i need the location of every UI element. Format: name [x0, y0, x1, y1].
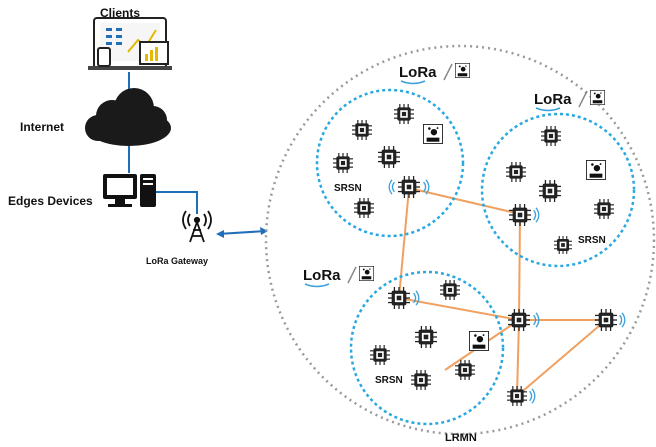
chip-icon	[394, 104, 414, 124]
chip-icon	[509, 204, 531, 226]
lora-logo-icon: LoRa	[534, 90, 605, 112]
srsn-label-top-left: SRSN	[334, 183, 362, 194]
chip-icon	[388, 287, 410, 309]
ant-logo-icon	[469, 331, 489, 351]
internet-label: Internet	[20, 120, 64, 134]
edge-devices-label: Edges Devices	[8, 194, 93, 208]
chip-icon	[455, 360, 475, 380]
chip-icon	[440, 280, 460, 300]
chip-icon	[411, 370, 431, 390]
chip-icon	[378, 146, 400, 168]
wave-icon	[412, 290, 420, 306]
svg-text:LoRa: LoRa	[399, 64, 437, 81]
wave-icon	[528, 388, 536, 404]
srsn-cluster-top-left	[315, 88, 465, 238]
chip-icon	[415, 326, 437, 348]
edge-gateway-link	[156, 191, 198, 214]
ant-logo-icon	[423, 124, 443, 144]
chip-icon	[541, 126, 561, 146]
clients-devices-icon	[88, 17, 172, 70]
chip-icon	[594, 199, 614, 219]
wave-icon	[532, 207, 540, 223]
lora-logo-icon: LoRa	[399, 63, 470, 85]
wave-icon	[388, 179, 396, 195]
lrmn-label: LRMN	[445, 432, 477, 444]
svg-text:LoRa: LoRa	[534, 91, 572, 108]
chip-icon	[354, 198, 374, 218]
svg-text:LoRa: LoRa	[303, 267, 341, 284]
chip-icon	[508, 309, 530, 331]
chip-icon	[539, 180, 561, 202]
chip-icon	[370, 345, 390, 365]
wave-icon	[618, 312, 626, 328]
mesh-links	[398, 187, 607, 397]
chip-icon	[398, 176, 420, 198]
srsn-label-bottom: SRSN	[375, 375, 403, 386]
chip-icon	[506, 162, 526, 182]
lora-logo-icon: LoRa	[303, 266, 374, 288]
lrmn-boundary	[264, 44, 656, 436]
clients-label: Clients	[100, 6, 140, 20]
srsn-cluster-bottom	[349, 270, 505, 426]
srsn-cluster-right	[480, 112, 636, 268]
gateway-label: LoRa Gateway	[146, 256, 208, 266]
chip-icon	[352, 120, 372, 140]
chip-icon	[554, 236, 572, 254]
ant-logo-icon	[586, 160, 606, 180]
desktop-computer-icon	[103, 174, 156, 207]
gateway-lrmn-link	[216, 227, 268, 238]
srsn-label-right: SRSN	[578, 235, 606, 246]
cloud-icon	[85, 88, 171, 146]
antenna-tower-icon	[182, 210, 212, 243]
chip-icon	[333, 153, 353, 173]
